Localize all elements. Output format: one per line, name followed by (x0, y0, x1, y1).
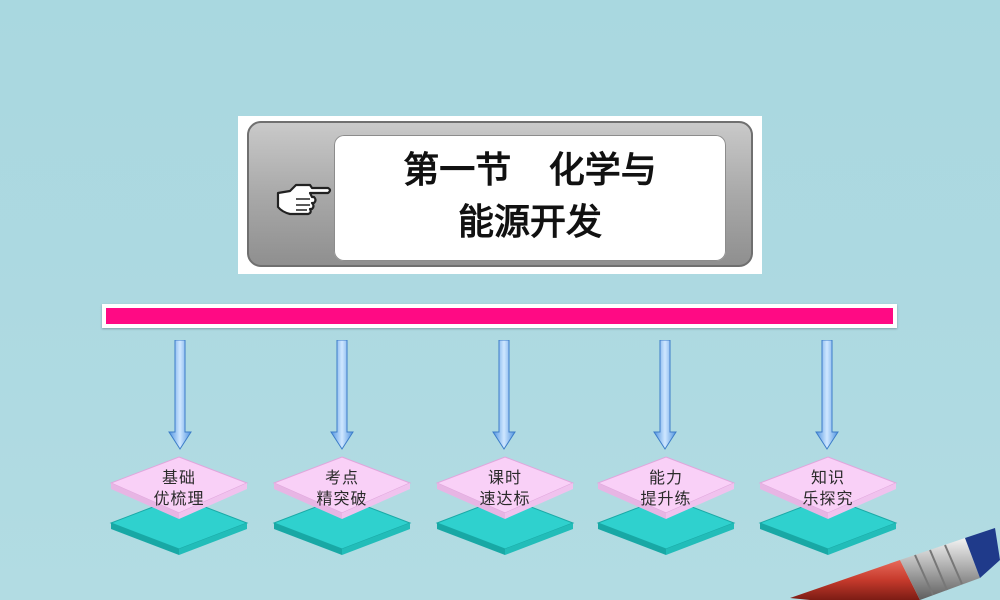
node-2[interactable]: 考点 精突破 (272, 455, 412, 555)
title-panel: 第一节 化学与 能源开发 (238, 116, 762, 274)
down-arrow-icon (330, 340, 354, 450)
node-3[interactable]: 课时 速达标 (435, 455, 575, 555)
title-frame: 第一节 化学与 能源开发 (247, 121, 753, 267)
node-label: 考点 精突破 (316, 468, 368, 508)
pointing-hand-icon (276, 183, 332, 216)
node-label: 课时 速达标 (479, 468, 531, 508)
layered-diamond-icon (758, 456, 898, 555)
down-arrow-icon (815, 340, 839, 450)
horizontal-bar (102, 304, 897, 328)
title-box: 第一节 化学与 能源开发 (334, 135, 726, 261)
down-arrow-icon (492, 340, 516, 450)
title-line-1: 第一节 化学与 (403, 150, 657, 191)
layered-diamond-icon (272, 456, 412, 555)
node-label: 知识 乐探究 (802, 468, 854, 508)
node-1[interactable]: 基础 优梳理 (109, 455, 249, 555)
node-4[interactable]: 能力 提升练 (596, 455, 736, 555)
horizontal-bar-fill (106, 308, 893, 324)
down-arrow-icon (168, 340, 192, 450)
node-5[interactable]: 知识 乐探究 (758, 455, 898, 555)
pencil-icon (790, 528, 1000, 600)
layered-diamond-icon (109, 456, 249, 555)
down-arrow-icon (653, 340, 677, 450)
layered-diamond-icon (435, 456, 575, 555)
node-label: 基础 优梳理 (153, 468, 205, 508)
node-label: 能力 提升练 (640, 468, 692, 508)
layered-diamond-icon (596, 456, 736, 555)
page-title: 第一节 化学与 能源开发 (334, 145, 726, 249)
title-line-2: 能源开发 (457, 202, 602, 243)
